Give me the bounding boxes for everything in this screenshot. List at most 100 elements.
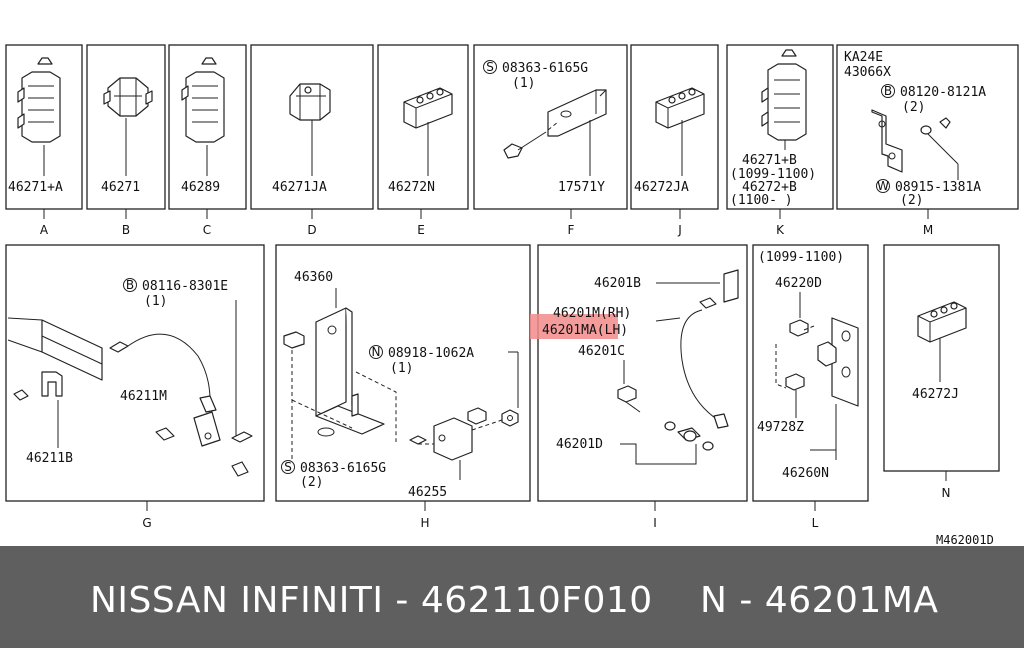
bolt-icon [789,319,815,337]
bracket-icon [817,317,859,407]
screw-qty: (1) [512,76,535,91]
part-range: (1099-1100) [730,167,816,182]
bracket-icon [547,89,607,137]
section-c: 46289 C [168,44,247,237]
clip-label: 46211B [26,451,73,466]
model-label: KA24E [844,50,883,65]
bracket-label: 46360 [294,270,333,285]
hose-label: 46211M [120,389,167,404]
clip-icon [13,371,63,401]
screw-number: 08363-6165G [300,461,386,476]
parts-diagram: 46271+A A 46271 B 46289 C [5,44,1019,546]
section-h: 46360 N 08918-1062A (1) [275,244,531,530]
nut-number: 08918-1062A [388,346,474,361]
part-label: 46272J [912,387,959,402]
range-label: (1099-1100) [758,250,844,265]
frame-rail-icon [7,317,103,381]
part-label: 46272N [388,180,435,195]
screw-qty: (2) [300,475,323,490]
washer-number: 08915-1381A [895,180,981,195]
footer-brand-part-number: NISSAN INFINITI - 462110F010 [90,580,653,621]
part-label: 46271+B [742,153,797,168]
section-n: 46272J N [883,244,1000,500]
brake-hose-icon [109,300,253,477]
section-letter: A [40,223,49,237]
bolt-qty: (2) [902,100,925,115]
part-label: 46272JA [634,180,689,195]
nut-qty: (1) [390,361,413,376]
part-label: 17571Y [558,180,605,195]
bolt-qty: (1) [144,294,167,309]
screw-symbol: S [486,60,494,74]
clip-icon [289,83,331,121]
section-i: 46201B 46201M(RH) 46201MA(LH) 46201C 462… [530,244,748,530]
section-k: 46271+B (1099-1100) 46272+B (1100- ) K [726,44,834,237]
screw-icon [283,331,305,460]
section-letter: J [677,223,682,237]
section-letter: H [420,516,429,530]
clip-icon [403,87,453,129]
part-label: 46220D [775,276,822,291]
part-label: 46201B [594,276,641,291]
bolt-icon [617,385,641,413]
section-e: 46272N E [377,44,469,237]
section-j: 46272JA J [630,44,719,237]
part-label: 46271 [101,180,140,195]
part-label-highlighted: 46201MA(LH) [542,323,628,338]
part-label: 46271+A [8,180,63,195]
clip-icon [917,301,967,343]
part-label: 46271JA [272,180,327,195]
screw-icon [503,121,559,159]
part-label: 49728Z [757,420,804,435]
clip-icon [103,77,153,117]
part-label: 46289 [181,180,220,195]
brake-hose-icon [664,269,739,451]
clip-icon [761,49,807,141]
bolt-number: 08120-8121A [900,85,986,100]
section-l: (1099-1100) 46220D 49728Z 46260N L [752,244,869,530]
clip-icon [181,57,225,143]
bolt-symbol: B [884,84,892,98]
section-letter: N [942,486,951,500]
section-letter: M [923,223,933,237]
washer-qty: (2) [900,193,923,208]
section-d: 46271JA D [250,44,374,237]
washer-icon [920,117,951,135]
bolt-icon [785,373,805,391]
section-letter: L [812,516,819,530]
footer-banner: NISSAN INFINITI - 462110F010 N - 46201MA [0,546,1024,648]
section-letter: K [776,223,785,237]
section-g: B 08116-8301E (1) 46211M 46211B G [5,244,265,530]
part-label: 46272+B [742,180,797,195]
clip-icon [17,57,61,143]
diagram-code: M462001D [936,533,994,546]
footer-reference-number: N - 46201MA [700,580,939,621]
section-letter: I [653,516,657,530]
section-letter: C [203,223,211,237]
clip-icon [655,87,705,129]
washer-symbol: W [877,179,889,193]
section-a: 46271+A A [5,44,83,237]
clamp-icon [409,407,503,461]
clamp-label: 46255 [408,485,447,500]
section-b: 46271 B [86,44,166,237]
section-letter: G [142,516,151,530]
section-letter: F [568,223,575,237]
part-label: 46260N [782,466,829,481]
part-label: 43066X [844,65,891,80]
bracket-icon [871,109,903,173]
highlight-marker [530,314,618,339]
bolt-symbol: B [126,278,134,292]
nut-symbol: N [372,345,381,359]
part-label: 46201M(RH) [553,306,631,321]
section-letter: D [307,223,316,237]
screw-symbol: S [284,460,292,474]
section-letter: B [122,223,130,237]
bolt-number: 08116-8301E [142,279,228,294]
section-f: S 08363-6165G (1) 17571Y F [473,44,628,237]
part-range: (1100- ) [730,193,793,208]
part-label: 46201D [556,437,603,452]
part-label: 46201C [578,344,625,359]
nut-icon [501,409,519,427]
bracket-icon [315,307,385,437]
